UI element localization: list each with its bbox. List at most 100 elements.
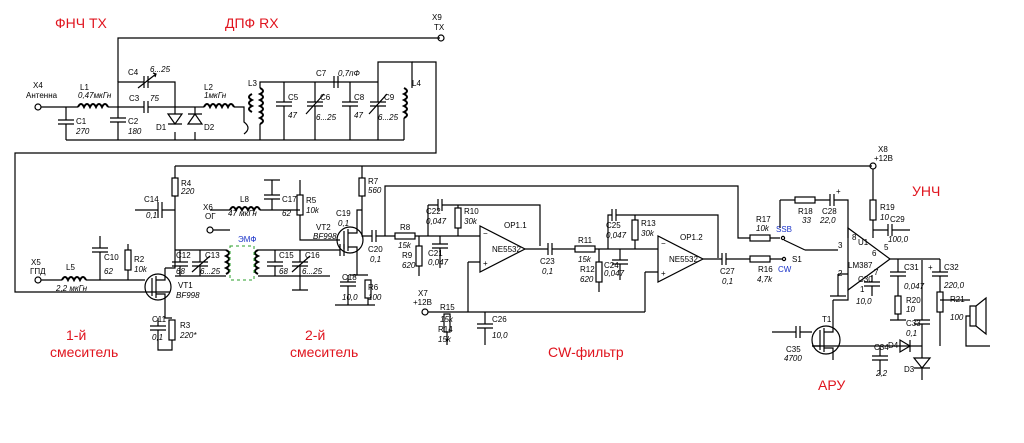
c8-label: C8 xyxy=(354,93,365,102)
ssb-label: SSB xyxy=(776,225,792,234)
resistor-r13 xyxy=(631,219,639,241)
c11-value: 0,1 xyxy=(152,333,163,342)
x7-label: X7 xyxy=(418,289,428,298)
c18-value: 10,0 xyxy=(342,293,358,302)
c29-label: C29 xyxy=(890,215,905,224)
l5-label: L5 xyxy=(66,263,75,272)
op1-minus: − xyxy=(483,229,488,238)
c30-label: C30 xyxy=(858,275,873,284)
ne5532-a-label: NE5532 xyxy=(492,245,521,254)
c5-label: C5 xyxy=(288,93,299,102)
resistor-r8 xyxy=(394,232,416,240)
l8-value: 47 мкГн xyxy=(228,209,257,218)
c20-label: C20 xyxy=(368,245,383,254)
resistor-r17 xyxy=(749,234,771,242)
c24-label: C24 xyxy=(604,261,619,270)
r17-value: 10k xyxy=(756,224,770,233)
r2-value: 10k xyxy=(134,265,148,274)
resistor-r19 xyxy=(869,199,877,221)
c20-value: 0,1 xyxy=(370,255,381,264)
x6-name: ОГ xyxy=(205,212,216,221)
r3-label: R3 xyxy=(180,321,191,330)
c35-value: 4700 xyxy=(784,354,802,363)
c9-label: C9 xyxy=(384,93,395,102)
c26-value: 10,0 xyxy=(492,331,508,340)
block-label-mixer2-line1: 2-й xyxy=(305,327,325,343)
transistor-t1 xyxy=(811,325,841,355)
r12-value: 620 xyxy=(580,275,594,284)
u1-label: U1 xyxy=(858,238,869,247)
c2-label: C2 xyxy=(128,117,139,126)
c10-value: 62 xyxy=(104,267,113,276)
c16-label: C16 xyxy=(305,251,320,260)
r2-label: R2 xyxy=(134,255,145,264)
r7-value: 560 xyxy=(368,186,382,195)
r11-value: 15k xyxy=(578,255,592,264)
diode-d2 xyxy=(186,112,204,125)
l2-label: L2 xyxy=(204,83,213,92)
c12-value: 68 xyxy=(176,267,185,276)
l1-value: 0,47мкГн xyxy=(78,91,112,100)
resistor-r3 xyxy=(168,319,176,341)
c22-value: 0,047 xyxy=(426,217,447,226)
pin7-label: 7 xyxy=(874,268,879,277)
c19-label: C19 xyxy=(336,209,351,218)
l1-label: L1 xyxy=(80,83,89,92)
c16-value: 6...25 xyxy=(302,267,323,276)
diode-d4 xyxy=(899,338,912,354)
l4-label: L4 xyxy=(412,79,421,88)
pin6-label: 6 xyxy=(872,249,877,258)
r5-value: 10k xyxy=(306,206,320,215)
x9-label: X9 xyxy=(432,13,442,22)
c13-value: 6...25 xyxy=(200,267,221,276)
r9-value: 620 xyxy=(402,261,416,270)
emf-filter-outline xyxy=(229,245,255,281)
c6-label: C6 xyxy=(320,93,331,102)
d2-label: D2 xyxy=(204,123,215,132)
x8-name: +12В xyxy=(874,154,893,163)
block-label-fnch-tx: ФНЧ ТХ xyxy=(55,15,108,31)
c2-value: 180 xyxy=(128,127,142,136)
r11-label: R11 xyxy=(578,236,593,245)
c25-label: C25 xyxy=(606,221,621,230)
c7-value: 0,7пФ xyxy=(338,69,361,78)
c13-label: C13 xyxy=(205,251,220,260)
diode-d3 xyxy=(912,346,932,380)
block-label-unch: УНЧ xyxy=(912,183,940,199)
r10-label: R10 xyxy=(464,207,479,216)
c32-plus: + xyxy=(928,263,933,272)
x6-label: X6 xyxy=(203,203,213,212)
diode-d1 xyxy=(166,113,184,126)
speaker-icon xyxy=(969,296,987,336)
c34-value: 2,2 xyxy=(875,369,888,378)
r19-value: 10 xyxy=(880,213,889,222)
r15-label: R15 xyxy=(440,303,455,312)
vt2-value: BF998 xyxy=(313,232,337,241)
terminal-x9 xyxy=(437,34,445,42)
r13-label: R13 xyxy=(641,219,656,228)
c30-value: 10,0 xyxy=(856,297,872,306)
d1-label: D1 xyxy=(156,123,167,132)
l8-label: L8 xyxy=(240,195,249,204)
inductor-l5 xyxy=(61,276,87,283)
r8-label: R8 xyxy=(400,223,411,232)
l5-value: 2,2 мкГн xyxy=(55,284,88,293)
c1-value: 270 xyxy=(75,127,90,136)
opamp-op1-1 xyxy=(479,225,527,273)
c23-value: 0,1 xyxy=(542,267,553,276)
resistor-r2 xyxy=(124,249,132,271)
c19-value: 0,1 xyxy=(338,219,349,228)
l2-value: 1мкГн xyxy=(204,91,227,100)
c31-value: 0,047 xyxy=(904,282,925,291)
terminal-x5 xyxy=(34,276,42,284)
c3-label: C3 xyxy=(129,94,140,103)
op11-label: OP1.1 xyxy=(504,221,527,230)
c21-value: 0,047 xyxy=(428,258,449,267)
filter-section-top: X4 Антенна L1 0,47мкГн C1 270 C2 180 C4 … xyxy=(14,13,445,293)
block-label-dpf-rx: ДПФ RX xyxy=(225,15,279,31)
lm387-label: LM387 xyxy=(848,261,873,270)
block-label-aru: АРУ xyxy=(818,377,845,393)
resistor-r21 xyxy=(936,291,944,313)
resistor-r12 xyxy=(595,261,603,283)
